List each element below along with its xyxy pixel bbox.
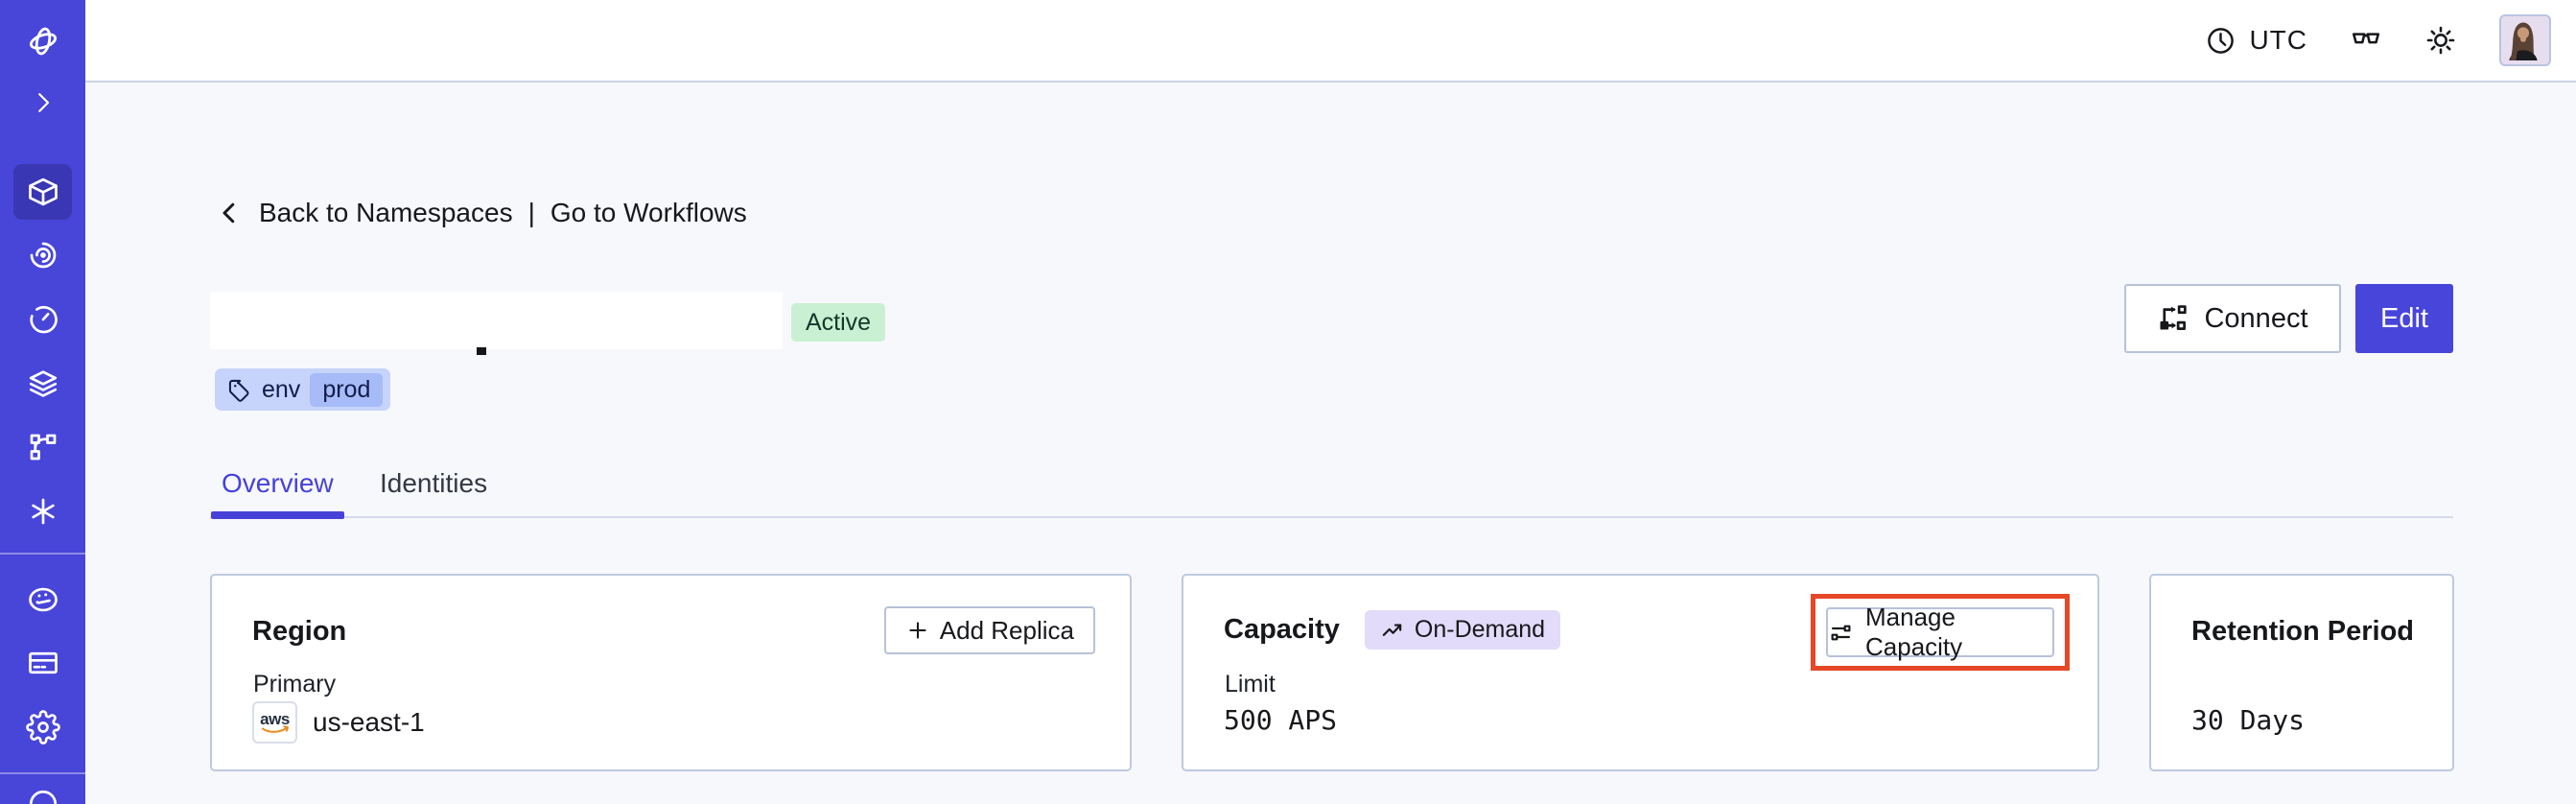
sidebar-item-schedules[interactable] [0, 302, 85, 337]
edit-button[interactable]: Edit [2355, 284, 2453, 353]
topbar: UTC [85, 0, 2576, 83]
sidebar-item-settings[interactable] [0, 710, 85, 745]
retention-card: Retention Period 30 Days [2149, 574, 2454, 771]
tab-overview[interactable]: Overview [222, 468, 334, 499]
chevron-right-icon [29, 88, 58, 117]
manage-capacity-button[interactable]: Manage Capacity [1826, 603, 2054, 661]
glasses-icon[interactable] [2350, 24, 2382, 57]
timezone-selector[interactable]: UTC [2205, 25, 2307, 57]
sidebar-item-batch-operations[interactable] [0, 430, 85, 464]
add-replica-button[interactable]: Add Replica [883, 606, 1095, 654]
spiral-icon [26, 238, 60, 272]
sidebar-item-deployments[interactable] [0, 367, 85, 401]
tag-key: env [262, 375, 301, 403]
timer-icon [26, 302, 60, 337]
sliders-icon [1828, 620, 1854, 646]
tab-active-indicator [211, 511, 344, 519]
cube-icon [26, 175, 60, 209]
tab-identities-label: Identities [380, 468, 488, 498]
sidebar-item-profile[interactable] [0, 787, 85, 804]
retention-value: 30 Days [2191, 704, 2306, 736]
status-badge-label: Active [806, 308, 872, 336]
sidebar-item-billing[interactable] [0, 646, 85, 680]
gear-icon [25, 710, 60, 745]
on-demand-badge: On-Demand [1364, 610, 1561, 650]
edit-button-label: Edit [2380, 302, 2428, 334]
region-value: us-east-1 [313, 707, 425, 737]
tabs-divider [210, 516, 2453, 518]
sidebar-item-logo[interactable] [0, 23, 85, 59]
layers-icon [26, 367, 60, 401]
temporal-logo-icon [25, 23, 61, 59]
avatar[interactable] [2499, 14, 2551, 66]
region-card: Region Add Replica Primary aws us-east-1 [210, 574, 1132, 771]
sidebar-item-namespaces[interactable] [0, 175, 85, 209]
on-demand-badge-label: On-Demand [1414, 616, 1546, 643]
region-value-row: aws us-east-1 [252, 701, 425, 744]
namespace-title-redacted [210, 292, 783, 349]
breadcrumb-back-link[interactable]: Back to Namespaces [259, 198, 513, 227]
breadcrumb-separator: | [527, 198, 535, 227]
sidebar-item-workflows[interactable] [0, 238, 85, 272]
sidebar-divider [0, 553, 85, 555]
trending-up-icon [1380, 618, 1405, 643]
region-card-title: Region [252, 616, 347, 647]
highlight-box: Manage Capacity [1811, 594, 2070, 671]
timezone-label: UTC [2249, 25, 2307, 55]
connect-button[interactable]: Connect [2124, 284, 2341, 353]
sidebar-expand-toggle[interactable] [0, 88, 85, 117]
breadcrumb-workflows-link[interactable]: Go to Workflows [550, 198, 747, 227]
tag-icon [226, 377, 252, 403]
capacity-card-title: Capacity [1224, 614, 1340, 645]
capacity-card-header: Capacity On-Demand [1224, 610, 1561, 650]
sidebar-divider [0, 772, 85, 774]
tag-value: prod [310, 372, 384, 407]
clock-icon [2205, 25, 2236, 57]
add-replica-label: Add Replica [939, 615, 1074, 645]
retention-card-title: Retention Period [2191, 616, 2415, 647]
aws-logo-icon: aws [252, 701, 297, 744]
breadcrumb: Back to Namespaces | Go to Workflows [215, 198, 747, 228]
branch-icon [26, 430, 60, 464]
connect-icon [2157, 302, 2190, 335]
capacity-value: 500 APS [1224, 704, 1338, 736]
tab-identities[interactable]: Identities [380, 468, 487, 499]
sun-icon[interactable] [2424, 24, 2457, 57]
tab-overview-label: Overview [222, 468, 334, 498]
text-artifact [477, 347, 486, 355]
aws-wordmark: aws [260, 709, 290, 728]
chevron-left-icon[interactable] [215, 199, 244, 227]
sidebar-item-usage[interactable] [0, 582, 85, 617]
sidebar-item-nexus[interactable] [0, 494, 85, 529]
asterisk-icon [26, 494, 60, 529]
primary-label: Primary [253, 671, 337, 698]
connect-button-label: Connect [2204, 302, 2308, 334]
status-badge: Active [791, 303, 886, 342]
plus-icon [905, 618, 930, 643]
limit-label: Limit [1225, 671, 1276, 698]
manage-capacity-label: Manage Capacity [1865, 603, 1963, 661]
namespace-tag: env prod [215, 368, 391, 411]
capacity-card: Capacity On-Demand [1182, 574, 2099, 771]
gauge-icon [26, 582, 60, 617]
sidebar [0, 0, 85, 804]
circle-icon [26, 787, 60, 804]
credit-card-icon [26, 646, 60, 680]
aws-smile-icon [261, 725, 291, 737]
